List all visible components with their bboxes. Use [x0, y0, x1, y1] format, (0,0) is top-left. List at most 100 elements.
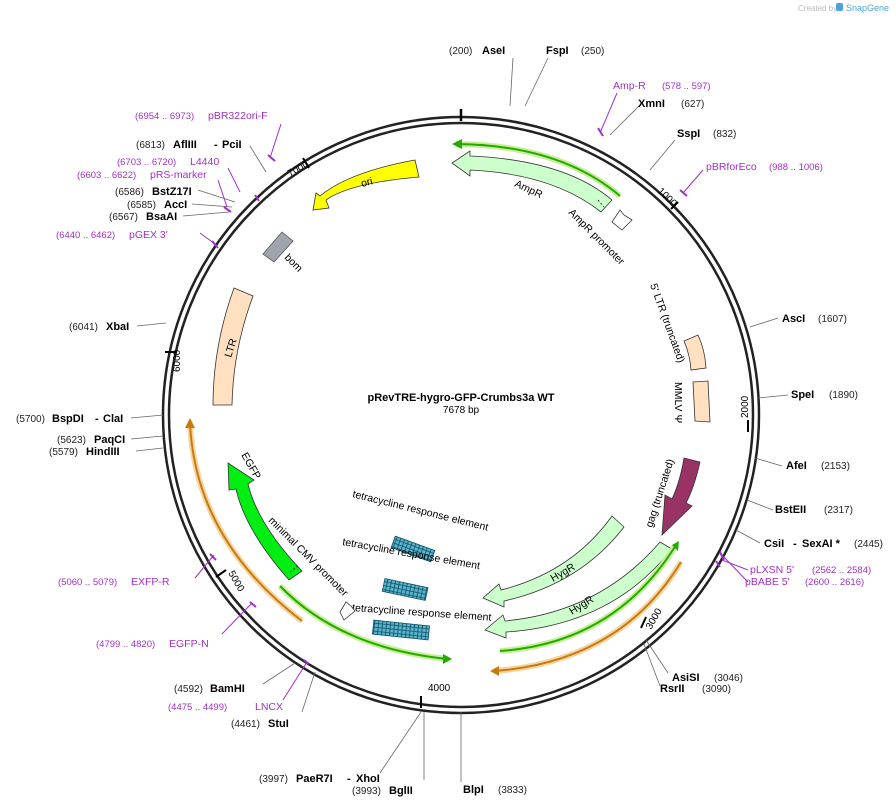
svg-text:Amp-R: Amp-R: [613, 80, 646, 92]
site-acci[interactable]: (6585) AccI: [127, 199, 187, 211]
svg-text:-: -: [95, 413, 99, 425]
primer-amp-r[interactable]: Amp-R(578 .. 597): [613, 80, 711, 92]
site-bsaai[interactable]: (6567)BsaAI: [109, 211, 177, 223]
primer-pgex3[interactable]: (6440 .. 6462)pGEX 3': [56, 229, 168, 241]
tick-6000: 6000: [172, 349, 183, 372]
gag-feature[interactable]: [661, 457, 701, 537]
primer-egfp-n[interactable]: (4799 .. 4820)EGFP-N: [96, 638, 209, 650]
tick-7000: 7000: [286, 159, 311, 180]
primer-plxsn[interactable]: pLXSN 5'(2562 .. 2584): [750, 564, 871, 576]
egfp-feature[interactable]: [227, 462, 303, 581]
svg-text:PciI: PciI: [222, 139, 242, 151]
svg-text:LNCX: LNCX: [255, 701, 283, 713]
svg-text:(6703 .. 6720): (6703 .. 6720): [117, 157, 176, 168]
site-spei[interactable]: SpeI(1890): [791, 389, 858, 401]
svg-text:(6603 .. 6622): (6603 .. 6622): [77, 170, 136, 181]
snapgene-brand: SnapGene: [846, 3, 889, 13]
ltr5-label: 5' LTR (truncated): [647, 282, 687, 365]
primer-pbabe[interactable]: pBABE 5'(2600 .. 2616): [745, 576, 864, 588]
orange-strand-left: [189, 423, 303, 622]
svg-text:SexAI *: SexAI *: [802, 538, 841, 550]
ltr5-feature[interactable]: [683, 334, 707, 371]
svg-text:BlpI: BlpI: [463, 784, 484, 796]
svg-text:(5623): (5623): [57, 435, 86, 446]
tre-block-2[interactable]: [381, 578, 429, 601]
site-bstz17i[interactable]: (6586)BstZ17I: [115, 186, 192, 198]
primer-prs-marker[interactable]: (6603 .. 6622) pRS-marker: [77, 169, 207, 181]
site-labels: (200)AseI FspI(250) XmnI(627) SspI(832) …: [16, 45, 883, 797]
site-bglii[interactable]: (3993)BglII: [352, 785, 413, 797]
svg-text:BstEII: BstEII: [775, 504, 806, 516]
site-stui[interactable]: (4461)StuI: [231, 718, 289, 730]
site-paqci[interactable]: (5623)PaqCI: [57, 434, 125, 446]
tick-2000: 2000: [740, 395, 751, 418]
primer-pbrforeco[interactable]: pBRforEco (988 .. 1006): [706, 161, 823, 173]
svg-text:AflIII: AflIII: [173, 139, 197, 151]
primer-lncx[interactable]: (4475 .. 4499)LNCX: [168, 701, 283, 713]
site-afliii[interactable]: (6813)AflIII-PciI: [136, 139, 242, 151]
svg-text:XhoI: XhoI: [356, 773, 380, 785]
hygr-feature-1[interactable]: [482, 515, 625, 608]
site-paer7i[interactable]: (3997)PaeR7I-XhoI: [259, 773, 380, 785]
svg-text:FspI: FspI: [546, 45, 569, 57]
svg-text:EXFP-R: EXFP-R: [131, 576, 170, 588]
svg-text:(988 .. 1006): (988 .. 1006): [769, 162, 823, 173]
svg-text:(4799 .. 4820): (4799 .. 4820): [96, 639, 155, 650]
svg-text:(6567): (6567): [109, 212, 138, 223]
primer-pbr322ori-f[interactable]: (6954 .. 6973)pBR322ori-F: [135, 110, 268, 122]
svg-text:(3833): (3833): [498, 785, 527, 796]
svg-text:RsrII: RsrII: [660, 683, 684, 695]
snapgene-credit: Created by SnapGene: [798, 3, 889, 13]
ltr-label: LTR: [222, 337, 239, 359]
tre-label-2: tetracycline response element: [341, 536, 481, 572]
site-asisi[interactable]: AsiSI(3046): [672, 672, 743, 684]
mmlv-feature[interactable]: [692, 380, 711, 423]
tre-block-3[interactable]: [371, 619, 431, 641]
site-afei[interactable]: AfeI(2153): [786, 460, 850, 472]
ori-feature[interactable]: [312, 159, 420, 211]
primer-lines: [194, 92, 749, 701]
svg-text:(627): (627): [681, 99, 704, 110]
ltr-feature[interactable]: [212, 287, 254, 406]
mmlv-label: MMLV Ψ: [672, 382, 684, 423]
bom-label: bom: [282, 252, 305, 275]
site-fspi[interactable]: FspI (250): [546, 45, 604, 57]
site-hindiii[interactable]: (5579)HindIII: [49, 446, 120, 458]
svg-text:L4440: L4440: [190, 156, 219, 168]
svg-text:(250): (250): [581, 46, 604, 57]
tre-label-3: tetracycline response element: [352, 602, 492, 624]
site-bsteii[interactable]: BstEII(2317): [775, 504, 853, 516]
plasmid-size: 7678 bp: [443, 405, 480, 416]
svg-text:AccI: AccI: [164, 199, 187, 211]
restriction-sites: [130, 57, 789, 782]
site-csii[interactable]: CsiI-SexAI *(2445): [764, 538, 883, 550]
tre-block-1[interactable]: [390, 535, 436, 563]
svg-text:-: -: [793, 538, 797, 550]
primer-l4440[interactable]: (6703 .. 6720) L4440: [117, 156, 219, 168]
svg-text:(4592): (4592): [174, 684, 203, 695]
site-asci[interactable]: AscI(1607): [782, 313, 847, 325]
ampr-promoter-feature[interactable]: [611, 209, 633, 231]
site-bamhi[interactable]: (4592)BamHI: [174, 683, 245, 695]
svg-text:(2562 .. 2584): (2562 .. 2584): [812, 565, 871, 576]
hygr-strand-line: [499, 544, 677, 652]
site-asei[interactable]: (200)AseI: [449, 45, 505, 57]
bom-feature[interactable]: [262, 231, 294, 263]
cmv-promoter-feature[interactable]: [339, 601, 356, 621]
svg-text:pRS-marker: pRS-marker: [150, 169, 207, 181]
primer-exfp-r[interactable]: (5060 .. 5079)EXFP-R: [58, 576, 170, 588]
svg-text:BspDI: BspDI: [52, 413, 84, 425]
svg-text:(6585): (6585): [127, 200, 156, 211]
ampr-feature[interactable]: [451, 150, 613, 213]
svg-text:(2153): (2153): [821, 461, 850, 472]
site-rsrii[interactable]: RsrII(3090): [660, 683, 731, 695]
site-blpi[interactable]: BlpI (3833): [463, 784, 527, 796]
hygr-feature-2[interactable]: [484, 541, 673, 639]
site-xbai[interactable]: (6041)XbaI: [69, 321, 129, 333]
site-bspdi[interactable]: (5700)BspDI-ClaI: [16, 413, 123, 425]
site-sspi[interactable]: SspI(832): [677, 128, 736, 140]
svg-text:pBRforEco: pBRforEco: [706, 161, 757, 173]
svg-text:(832): (832): [713, 129, 736, 140]
site-xmni[interactable]: XmnI(627): [638, 98, 704, 110]
